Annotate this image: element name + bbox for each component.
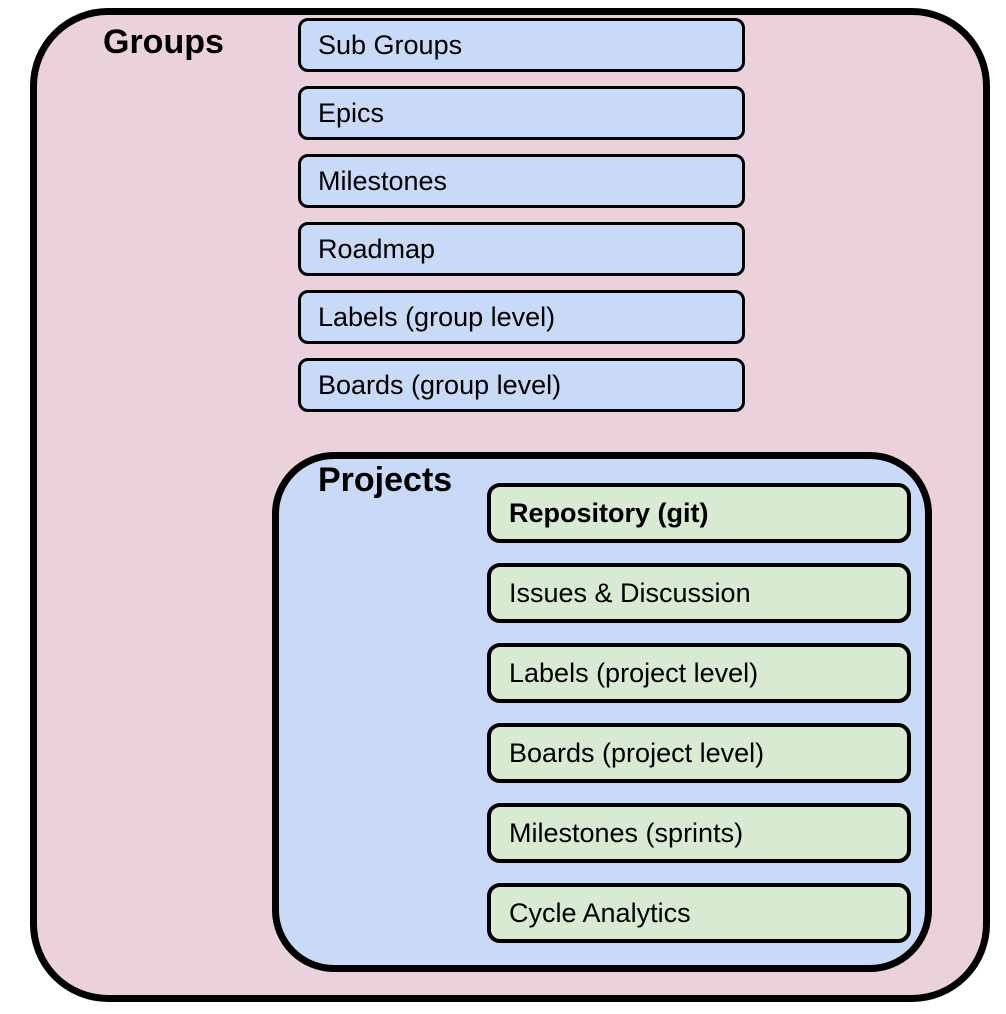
group-item-label: Boards (group level) (318, 369, 562, 400)
group-item-roadmap: Roadmap (298, 222, 745, 276)
group-item-labels-group-level: Labels (group level) (298, 290, 745, 344)
project-item-milestones-sprints: Milestones (sprints) (487, 803, 911, 863)
groups-title: Groups (103, 23, 224, 61)
group-item-milestones: Milestones (298, 154, 745, 208)
project-item-label: Milestones (sprints) (509, 817, 744, 848)
project-item-cycle-analytics: Cycle Analytics (487, 883, 911, 943)
group-items-list: Sub Groups Epics Milestones Roadmap Labe… (298, 18, 745, 412)
project-item-label: Boards (project level) (509, 737, 765, 768)
group-item-label: Epics (318, 97, 385, 128)
project-items-list: Repository (git) Issues & Discussion Lab… (487, 483, 911, 943)
project-item-repository-git: Repository (git) (487, 483, 911, 543)
group-item-label: Milestones (318, 165, 448, 196)
project-item-labels-project-level: Labels (project level) (487, 643, 911, 703)
project-item-issues-discussion: Issues & Discussion (487, 563, 911, 623)
group-item-label: Sub Groups (318, 29, 463, 60)
project-item-boards-project-level: Boards (project level) (487, 723, 911, 783)
group-item-boards-group-level: Boards (group level) (298, 358, 745, 412)
project-item-label: Labels (project level) (509, 657, 759, 688)
project-item-label: Issues & Discussion (509, 577, 751, 608)
project-item-label: Repository (git) (509, 497, 709, 528)
group-item-sub-groups: Sub Groups (298, 18, 745, 72)
group-item-epics: Epics (298, 86, 745, 140)
project-item-label: Cycle Analytics (509, 897, 691, 928)
projects-title: Projects (318, 461, 453, 499)
group-item-label: Labels (group level) (318, 301, 556, 332)
group-item-label: Roadmap (318, 233, 436, 264)
